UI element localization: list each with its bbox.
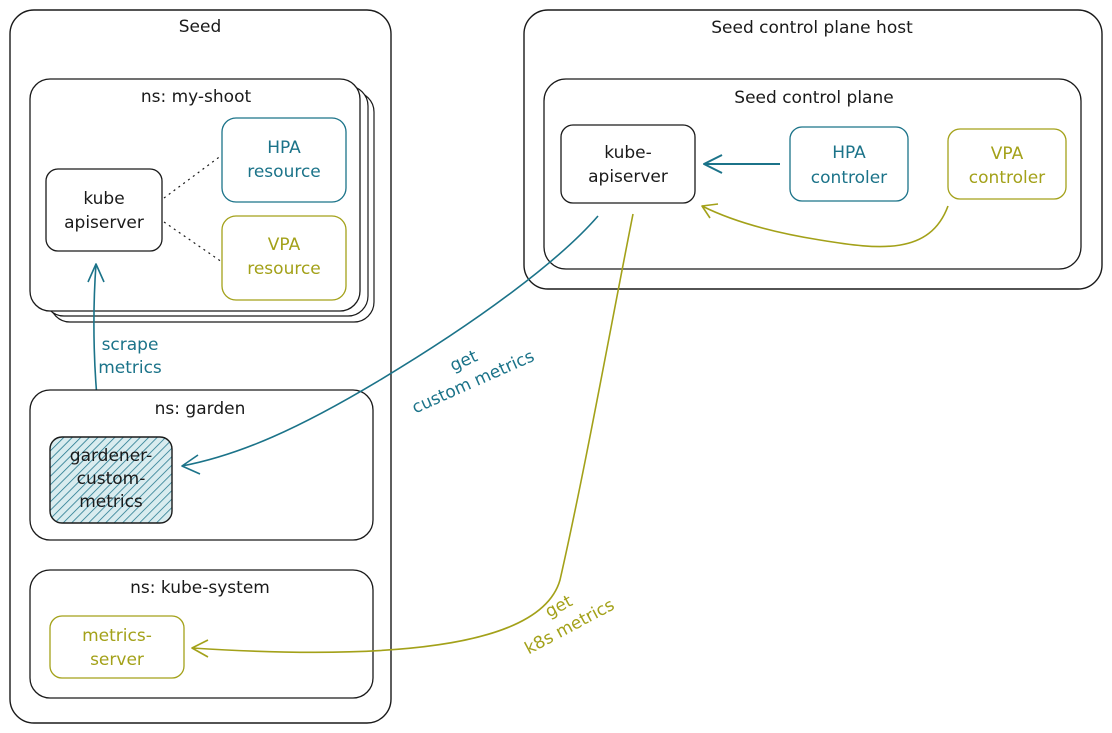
gardener-custom-metrics-line1: gardener- <box>70 446 152 466</box>
metrics-server-line2: server <box>90 650 144 670</box>
namespace-kube-system-title: ns: kube-system <box>130 578 270 598</box>
metrics-server-line1: metrics- <box>82 626 152 646</box>
metrics-server-node: metrics- server <box>49 615 185 679</box>
gardener-custom-metrics-line2: custom- <box>77 469 146 489</box>
shoot-kube-apiserver-line1: kube <box>83 189 124 209</box>
vpa-controler-line1: VPA <box>991 144 1024 164</box>
hpa-controler-line1: HPA <box>832 143 866 163</box>
scrape-metrics-label-line1: scrape <box>102 335 159 355</box>
seed-control-plane-title: Seed control plane <box>734 88 893 108</box>
gardener-custom-metrics-line3: metrics <box>79 492 143 512</box>
hpa-resource-node: HPA resource <box>221 117 347 203</box>
vpa-to-apiserver-arrow <box>701 203 949 248</box>
hpa-controler-node: HPA controler <box>789 126 909 202</box>
shoot-kube-apiserver-node: kube apiserver <box>45 168 163 252</box>
namespace-my-shoot-title: ns: my-shoot <box>141 87 252 107</box>
scrape-metrics-label-line2: metrics <box>98 358 162 378</box>
hpa-controler-line2: controler <box>811 168 887 188</box>
gardener-custom-metrics-node: gardener- custom- metrics <box>49 436 173 524</box>
shoot-kube-apiserver-line2: apiserver <box>64 213 144 233</box>
hpa-resource-line2: resource <box>247 162 321 182</box>
vpa-resource-line1: VPA <box>268 235 301 255</box>
seed-title: Seed <box>179 17 222 37</box>
namespace-garden-title: ns: garden <box>155 399 246 419</box>
vpa-resource-line2: resource <box>247 259 321 279</box>
hpa-resource-line1: HPA <box>267 138 301 158</box>
hpa-resource-connector <box>163 154 223 199</box>
hpa-to-apiserver-arrow <box>703 154 780 174</box>
cp-kube-apiserver-line2: apiserver <box>588 167 668 187</box>
control-plane-host-title: Seed control plane host <box>711 18 913 38</box>
vpa-controler-line2: controler <box>969 168 1045 188</box>
cp-kube-apiserver-node: kube- apiserver <box>560 124 696 204</box>
seed-cluster: Seed <box>9 9 392 724</box>
cp-kube-apiserver-line1: kube- <box>604 143 651 163</box>
vpa-controler-node: VPA controler <box>947 128 1067 200</box>
control-plane-host: Seed control plane host <box>523 9 1103 290</box>
vpa-resource-node: VPA resource <box>221 215 347 301</box>
